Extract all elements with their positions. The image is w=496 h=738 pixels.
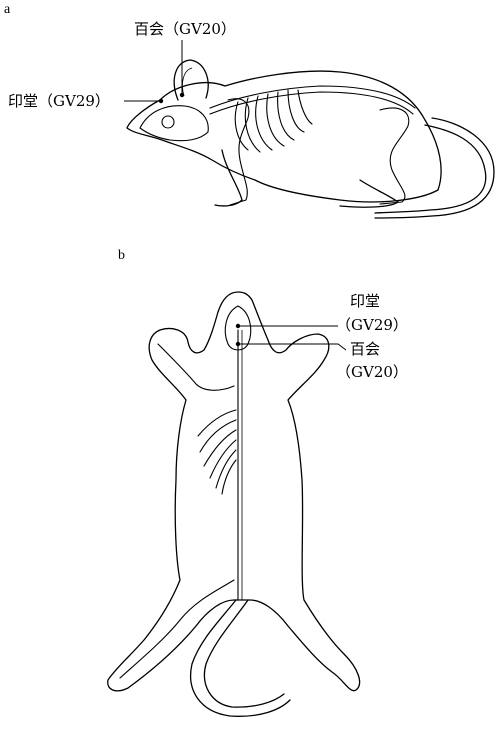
rat-side-hindlimb: [380, 108, 409, 204]
rat-side-body-outline: [127, 71, 441, 202]
rat-dorsal-ribs: [198, 410, 236, 494]
rat-dorsal-hindlimb: [120, 580, 234, 678]
rat-dorsal-view: [108, 292, 360, 716]
baihui-leader-b: [238, 344, 346, 350]
rat-dorsal-body-outline: [108, 292, 360, 691]
baihui-point-a: [180, 93, 184, 97]
rat-side-spine: [210, 86, 415, 108]
rat-dorsal-forelimb: [158, 344, 234, 390]
yintang-point-a: [159, 99, 163, 103]
rat-side-ear: [174, 60, 208, 100]
rat-side-view: [124, 40, 494, 218]
